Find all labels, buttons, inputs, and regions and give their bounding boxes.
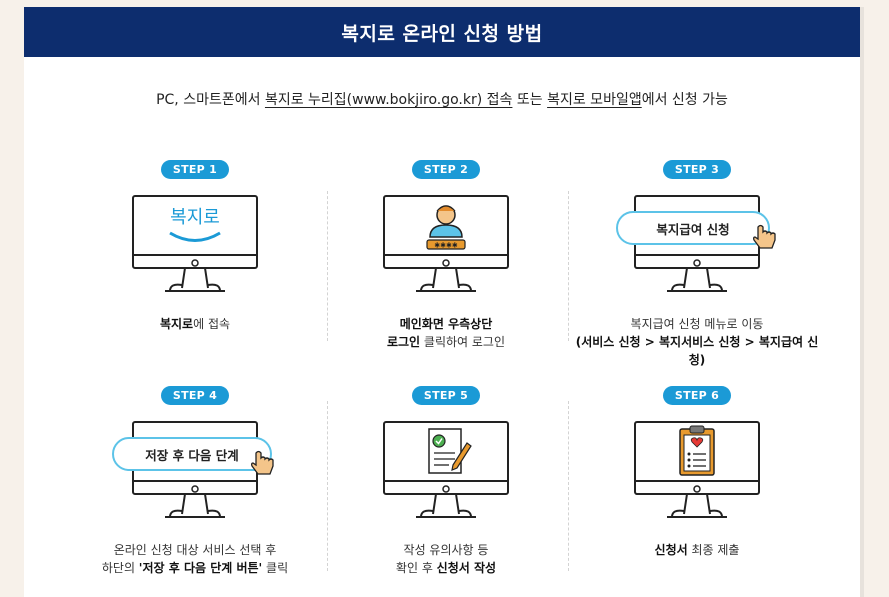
step-badge: STEP 2	[411, 160, 481, 179]
step-caption: 신청서 최종 제출	[654, 543, 740, 557]
monitor-icon: ✱✱✱✱	[381, 193, 511, 303]
title-text: 복지로 온라인 신청 방법	[341, 22, 543, 45]
bokjiro-logo-icon: 복지로	[170, 207, 220, 228]
divider	[568, 191, 569, 341]
page-title: 복지로 온라인 신청 방법	[24, 7, 860, 57]
divider	[327, 191, 328, 341]
hand-pointer-icon	[251, 450, 274, 475]
step-badge: STEP 3	[662, 160, 732, 179]
step-1: STEP 1 복지로 복지로에 접속	[70, 158, 320, 333]
monitor-icon: 복지급여 신청	[616, 193, 776, 303]
step-caption: 메인화면 우측상단 로그인 클릭하여 로그인	[386, 317, 506, 349]
intro-suffix: 에서 신청 가능	[641, 92, 728, 108]
guide-card: 복지로 온라인 신청 방법 PC, 스마트폰에서 복지로 누리집(www.bok…	[24, 7, 860, 597]
step-2: STEP 2 ✱✱✱✱ 메인화면 우측상단 로그인 클릭하여 로그	[321, 158, 571, 351]
step-badge: STEP 6	[662, 386, 732, 405]
step-badge: STEP 1	[160, 160, 230, 179]
step-caption: 작성 유의사항 등 확인 후 신청서 작성	[395, 543, 497, 575]
step-caption: 복지급여 신청 메뉴로 이동 (서비스 신청 > 복지서비스 신청 > 복지급여…	[575, 317, 819, 367]
monitor-icon	[381, 419, 511, 529]
intro-website-link: 복지로 누리집(www.bokjiro.go.kr) 접속	[264, 92, 513, 108]
apply-benefit-pill: 복지급여 신청	[616, 211, 770, 245]
monitor-icon: 복지로	[130, 193, 260, 303]
hand-pointer-icon	[753, 224, 776, 249]
monitor-icon	[632, 419, 762, 529]
intro-text: PC, 스마트폰에서 복지로 누리집(www.bokjiro.go.kr) 접속…	[24, 89, 860, 109]
divider	[327, 401, 328, 571]
svg-text:✱✱✱✱: ✱✱✱✱	[434, 242, 458, 250]
user-login-icon: ✱✱✱✱	[426, 205, 466, 250]
save-next-step-pill: 저장 후 다음 단계	[112, 437, 272, 471]
step-5: STEP 5 작성 유의사항 등	[321, 384, 571, 577]
step-4: STEP 4 저장 후 다음 단계 온라인 신청 대상 서비스 선택 후 하단의…	[70, 384, 320, 577]
step-6: STEP 6	[572, 384, 822, 559]
step-caption: 온라인 신청 대상 서비스 선택 후 하단의 '저장 후 다음 단계 버튼' 클…	[101, 543, 289, 575]
step-badge: STEP 4	[160, 386, 230, 405]
document-pen-icon	[428, 428, 472, 474]
clipboard-heart-icon	[679, 425, 715, 476]
divider	[568, 401, 569, 571]
monitor-icon: 저장 후 다음 단계	[112, 419, 274, 529]
intro-app-link: 복지로 모바일앱	[547, 92, 642, 108]
step-badge: STEP 5	[411, 386, 481, 405]
step-3: STEP 3 복지급여 신청 복지급여 신청 메뉴로 이동 (서비스 신청 > …	[572, 158, 822, 369]
intro-mid: 또는	[512, 92, 548, 108]
step-caption: 복지로에 접속	[159, 317, 231, 331]
intro-prefix: PC, 스마트폰에서	[156, 92, 265, 108]
